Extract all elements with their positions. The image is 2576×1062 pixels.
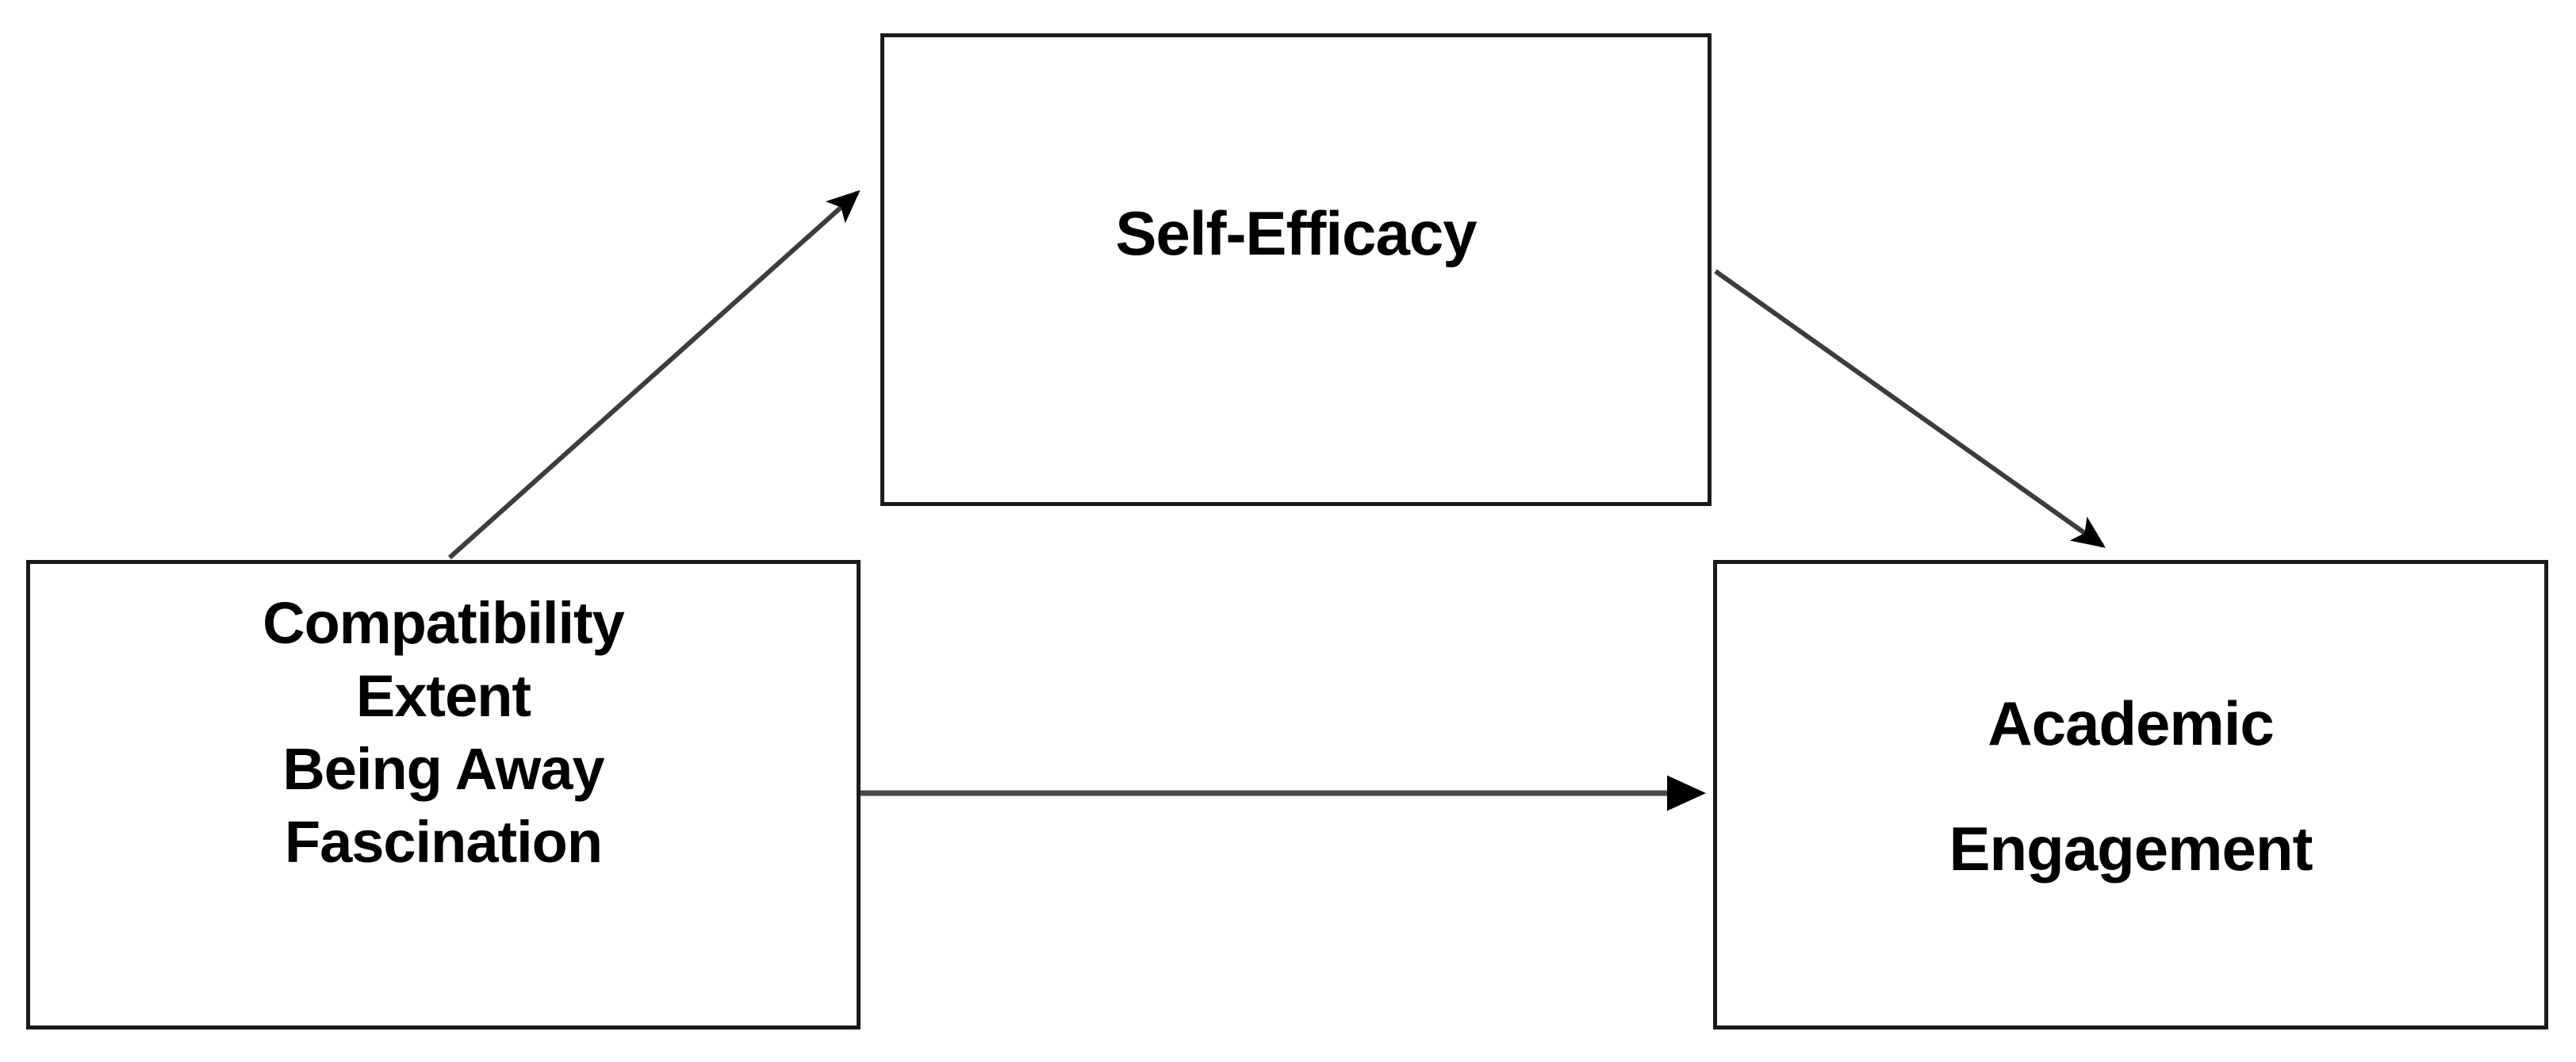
predictors-line-extent: Extent [355,663,531,729]
academic-engagement-line-academic: Academic [1988,688,2275,758]
predictors-line-fascination: Fascination [284,809,603,875]
predictors-line-compatibility: Compatibility [263,590,625,656]
edge-self-efficacy-to-academic-engagement [1714,269,2106,548]
self-efficacy-label: Self-Efficacy [1115,198,1477,268]
academic-engagement-line-engagement: Engagement [1949,814,2313,884]
edge-predictors-to-self-efficacy [447,190,861,560]
academic-engagement-box[interactable]: Academic Engagement [1713,560,2548,1029]
self-efficacy-box[interactable]: Self-Efficacy [880,33,1712,506]
predictors-box[interactable]: Compatibility Extent Being Away Fascinat… [26,560,861,1029]
predictors-line-being-away: Being Away [282,736,604,802]
